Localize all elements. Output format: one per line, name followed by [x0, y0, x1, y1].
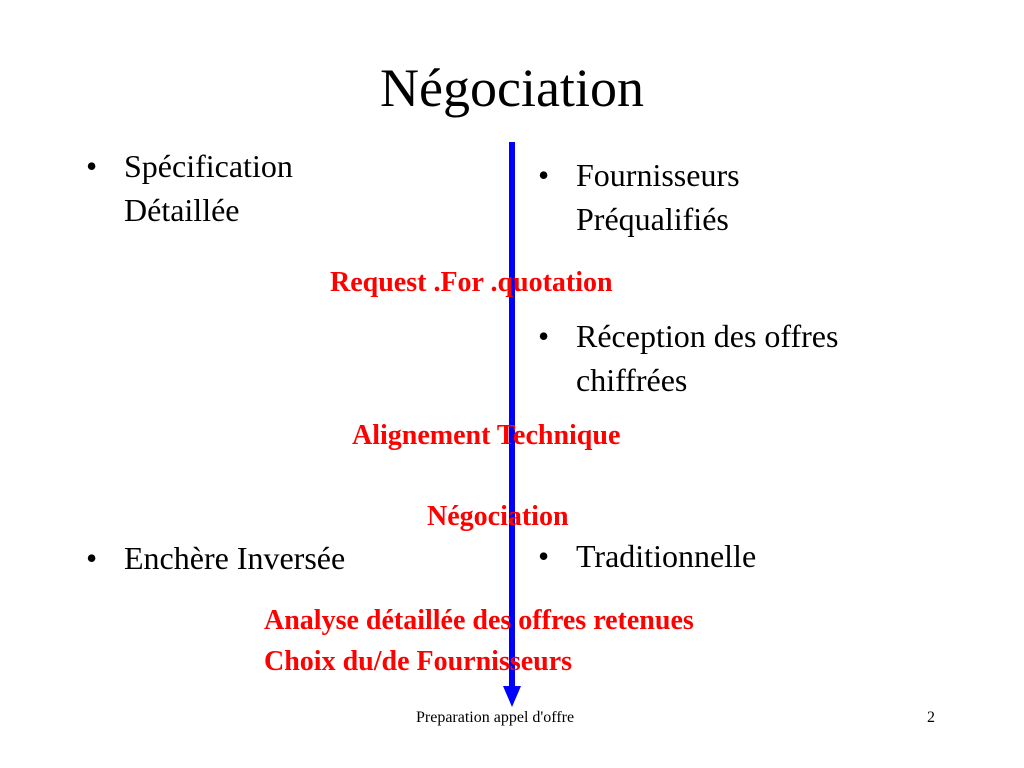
bullet-line: chiffrées	[576, 362, 688, 398]
bullet-line: Spécification	[124, 148, 293, 184]
bullet-dot: •	[538, 157, 550, 193]
bullet-dot: •	[538, 538, 550, 574]
bullet-fournisseurs: • Fournisseurs Préqualifiés	[538, 153, 740, 241]
bullet-dot: •	[86, 148, 98, 184]
bullet-line: Détaillée	[124, 192, 240, 228]
bullet-line: Traditionnelle	[576, 538, 757, 574]
page-number: 2	[927, 709, 935, 726]
bullet-line: Enchère Inversée	[124, 540, 346, 576]
timeline-arrow-head	[503, 686, 521, 707]
slide-title: Négociation	[380, 58, 644, 118]
bullet-enchere-inversee: • Enchère Inversée	[86, 536, 345, 580]
step-alignement-technique: Alignement Technique	[352, 420, 621, 451]
bullet-line: Réception des offres	[576, 318, 839, 354]
footer-label: Preparation appel d'offre	[416, 709, 575, 726]
step-analyse-offres: Analyse détaillée des offres retenues	[264, 605, 694, 636]
bullet-line: Préqualifiés	[576, 201, 729, 237]
bullet-line: Fournisseurs	[576, 157, 740, 193]
bullet-dot: •	[86, 540, 98, 576]
step-negociation: Négociation	[427, 501, 569, 532]
step-choix-fournisseurs: Choix du/de Fournisseurs	[264, 646, 573, 677]
bullet-reception-offres: • Réception des offres chiffrées	[538, 314, 838, 402]
step-request-for-quotation: Request .For .quotation	[330, 267, 613, 298]
bullet-dot: •	[538, 318, 550, 354]
bullet-traditionnelle: • Traditionnelle	[538, 534, 756, 578]
bullet-specification: • Spécification Détaillée	[86, 144, 293, 232]
